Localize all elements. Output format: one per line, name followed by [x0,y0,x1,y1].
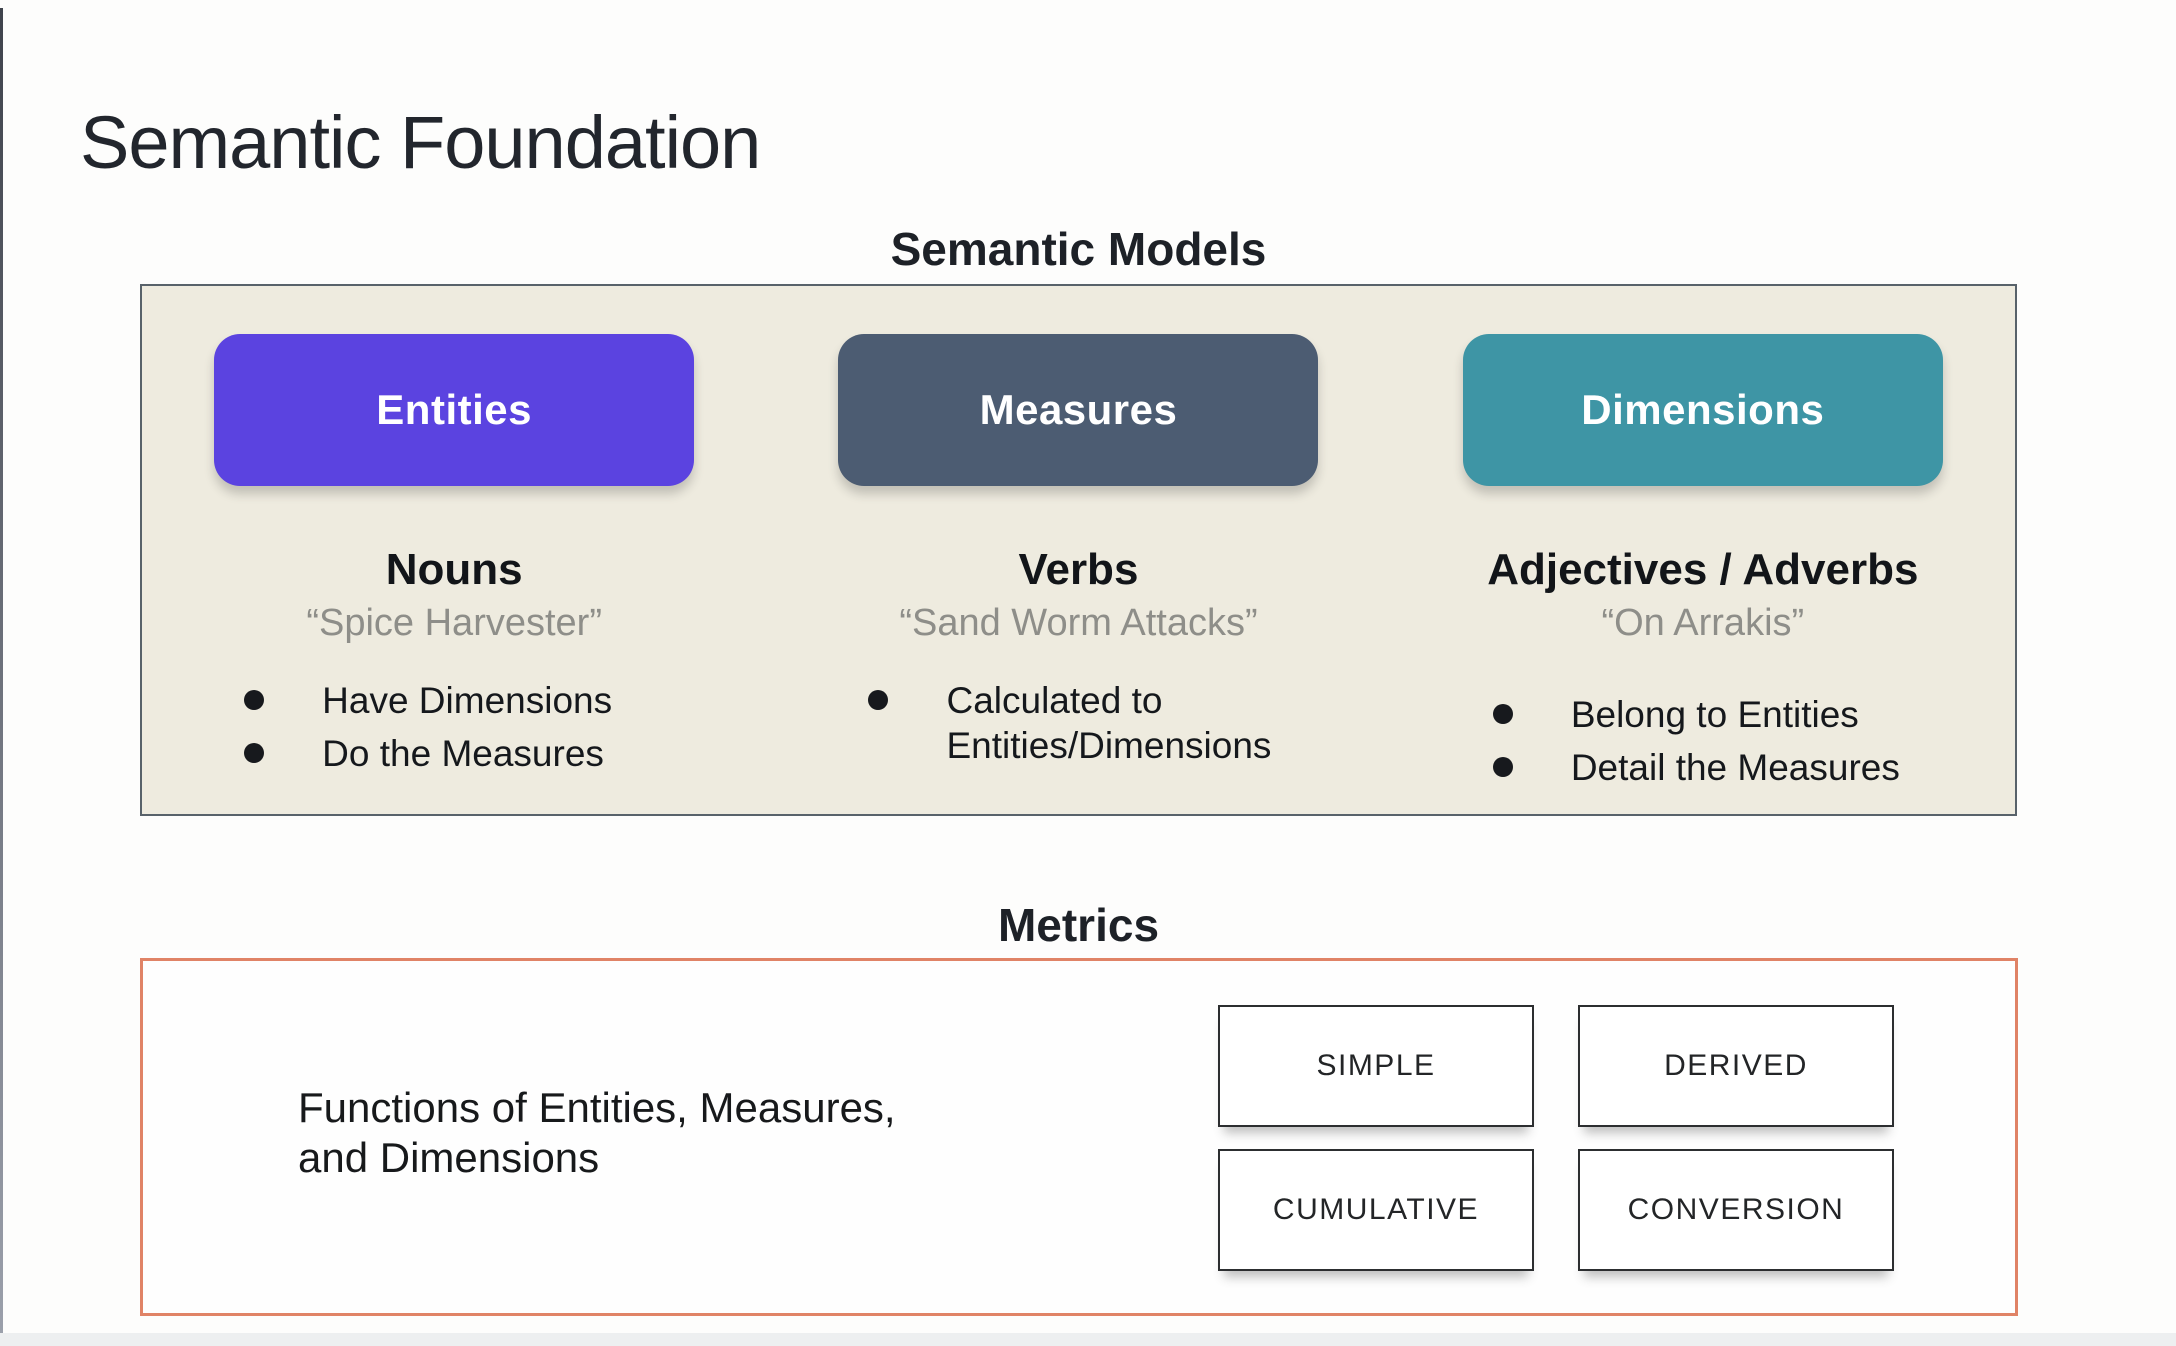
window-bottom-strip [0,1333,2176,1346]
metrics-panel: Functions of Entities, Measures, and Dim… [140,958,2018,1316]
metrics-description: Functions of Entities, Measures, and Dim… [298,1084,896,1182]
entities-role-heading: Nouns [385,545,523,594]
measures-pill: Measures [838,334,1319,486]
measures-bullet-list: Calculated to Entities/Dimensions [858,678,1298,776]
metric-type-simple: SIMPLE [1218,1005,1534,1127]
metric-type-derived: DERIVED [1578,1005,1894,1127]
bullet-item: Do the Measures [234,731,674,776]
semantic-models-heading: Semantic Models [890,223,1267,275]
entities-bullet-list: Have Dimensions Do the Measures [234,678,674,784]
measures-role-heading: Verbs [1018,545,1139,594]
entities-example: “Spice Harvester” [306,602,602,644]
bullet-item: Calculated to Entities/Dimensions [858,678,1298,768]
page-title: Semantic Foundation [80,100,761,184]
metric-type-conversion: CONVERSION [1578,1149,1894,1271]
measures-pill-label: Measures [979,386,1178,433]
dimensions-bullet-list: Belong to Entities Detail the Measures [1483,692,1923,798]
dimensions-pill: Dimensions [1462,334,1943,486]
metric-types-grid: SIMPLE DERIVED CUMULATIVE CONVERSION [1218,1005,1894,1271]
bullet-item: Have Dimensions [234,678,674,723]
measures-column: Measures Verbs “Sand Worm Attacks” Calcu… [766,286,1390,814]
semantic-models-panel: Entities Nouns “Spice Harvester” Have Di… [140,284,2017,816]
window-left-edge [0,8,3,1336]
entities-pill: Entities [214,334,695,486]
entities-pill-label: Entities [376,386,532,433]
measures-example: “Sand Worm Attacks” [899,602,1258,644]
metrics-heading: Metrics [997,899,1160,951]
dimensions-pill-label: Dimensions [1581,386,1825,433]
dimensions-example: “On Arrakis” [1601,602,1805,644]
bullet-item: Detail the Measures [1483,745,1923,790]
dimensions-column: Dimensions Adjectives / Adverbs “On Arra… [1391,286,2015,814]
metric-type-cumulative: CUMULATIVE [1218,1149,1534,1271]
dimensions-role-heading: Adjectives / Adverbs [1487,545,1919,594]
entities-column: Entities Nouns “Spice Harvester” Have Di… [142,286,766,814]
bullet-item: Belong to Entities [1483,692,1923,737]
